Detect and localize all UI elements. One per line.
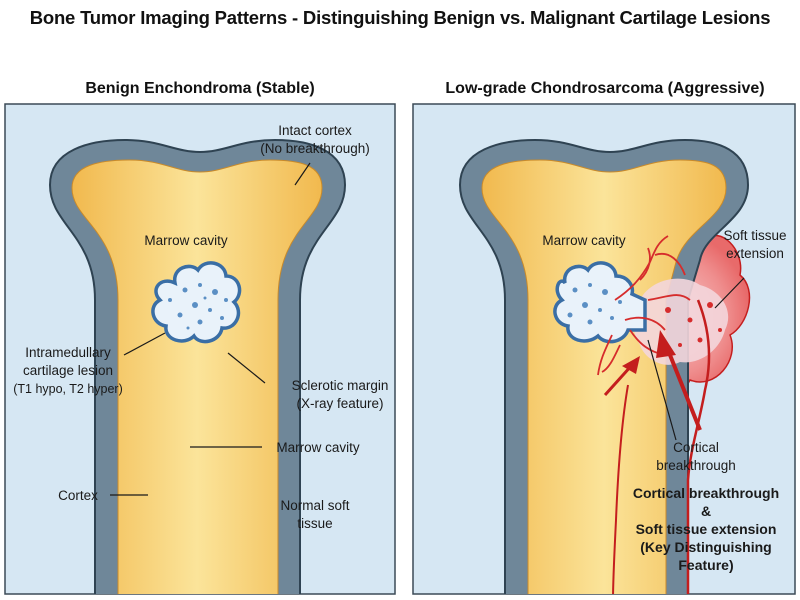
- lesion-malignant: [553, 261, 647, 344]
- label-sclerotic-margin: Sclerotic margin: [292, 378, 389, 393]
- reactive-edge: [686, 299, 711, 594]
- key-feature-line2: &: [701, 503, 711, 519]
- key-feature-line1: Cortical breakthrough: [633, 485, 779, 501]
- key-feature-line5: Feature): [678, 557, 733, 573]
- label-intramedullary: Intramedullary: [25, 345, 111, 360]
- marrow-benign: [71, 159, 323, 594]
- label-no-breakthrough: (No breakthrough): [260, 141, 370, 156]
- label-marrow-cavity-side: Marrow cavity: [276, 440, 360, 455]
- label-cartilage-lesion: cartilage lesion: [23, 363, 113, 378]
- label-breakthrough: breakthrough: [656, 458, 736, 473]
- label-intact-cortex: Intact cortex: [278, 123, 352, 138]
- breakthrough-zone: [633, 278, 729, 365]
- lesion-malignant-calcifications: [567, 283, 622, 325]
- breakthrough-arrow: [656, 330, 702, 431]
- label-tissue: tissue: [297, 516, 332, 531]
- label-normal-soft: Normal soft: [280, 498, 349, 513]
- label-cortical: Cortical: [673, 440, 719, 455]
- leader-lines-benign: [110, 162, 311, 496]
- label-xray-feature: (X-ray feature): [296, 396, 383, 411]
- label-t1-t2: (T1 hypo, T2 hyper): [13, 382, 123, 396]
- panel-title-benign: Benign Enchondroma (Stable): [85, 80, 315, 97]
- label-extension: extension: [726, 246, 784, 261]
- leader-lines-malignant: [647, 277, 745, 441]
- label-soft-tissue: Soft tissue: [723, 228, 786, 243]
- lesion-benign: [151, 261, 242, 344]
- marrow-malignant: [481, 159, 727, 594]
- lesion-benign-calcifications: [168, 283, 228, 330]
- label-marrow-cavity-right: Marrow cavity: [542, 233, 626, 248]
- tumor-spots: [665, 302, 722, 347]
- infiltration-streaks: [597, 235, 691, 376]
- small-arrow: [603, 356, 640, 397]
- key-feature-line3: Soft tissue extension: [636, 521, 777, 537]
- label-cortex: Cortex: [58, 488, 98, 503]
- label-marrow-cavity-top: Marrow cavity: [144, 233, 228, 248]
- page-title: Bone Tumor Imaging Patterns - Distinguis…: [29, 7, 771, 28]
- key-feature-line4: (Key Distinguishing: [640, 539, 771, 555]
- panel-title-malignant: Low-grade Chondrosarcoma (Aggressive): [445, 80, 765, 97]
